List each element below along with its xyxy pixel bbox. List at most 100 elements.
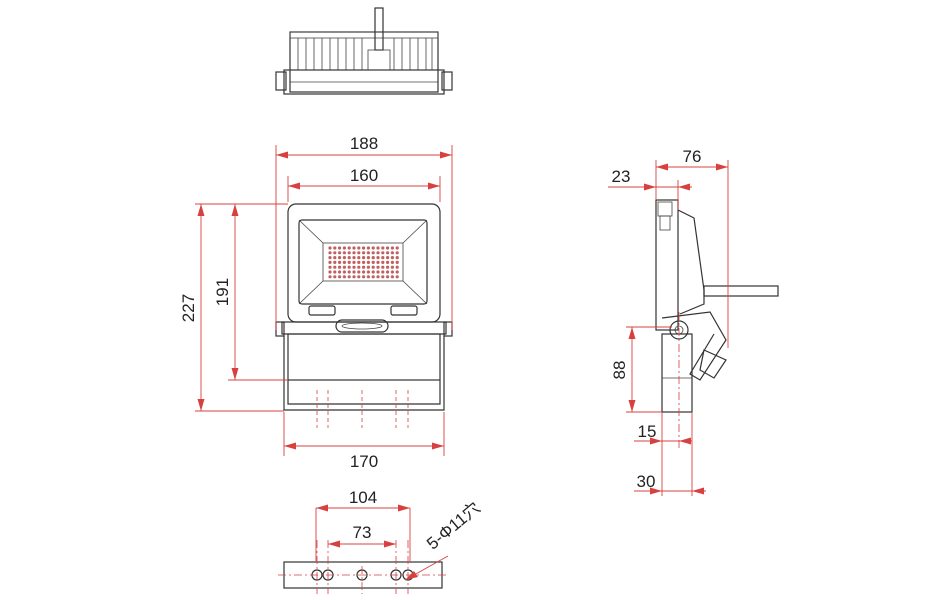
led-dot bbox=[376, 251, 380, 255]
led-dot bbox=[342, 260, 346, 264]
dim-width-body: 160 bbox=[350, 166, 378, 185]
led-dot bbox=[395, 275, 399, 279]
led-dot bbox=[371, 275, 375, 279]
led-dot bbox=[386, 246, 390, 250]
led-dot bbox=[366, 260, 370, 264]
led-dot bbox=[333, 246, 337, 250]
led-dot bbox=[390, 256, 394, 260]
led-dot bbox=[390, 246, 394, 250]
bottom-view bbox=[278, 508, 448, 594]
led-dot bbox=[352, 251, 356, 255]
led-dot bbox=[338, 265, 342, 269]
led-dot bbox=[366, 246, 370, 250]
led-dot bbox=[395, 270, 399, 274]
led-dot bbox=[376, 270, 380, 274]
led-dot bbox=[338, 270, 342, 274]
led-dot bbox=[352, 275, 356, 279]
led-dot bbox=[338, 260, 342, 264]
led-dot bbox=[362, 256, 366, 260]
led-dot bbox=[390, 275, 394, 279]
led-dot bbox=[352, 270, 356, 274]
dim-width-overall: 188 bbox=[350, 134, 378, 153]
led-dot bbox=[342, 275, 346, 279]
led-dot bbox=[395, 251, 399, 255]
led-dot bbox=[371, 246, 375, 250]
led-dot bbox=[366, 251, 370, 255]
led-dot bbox=[333, 270, 337, 274]
led-dot bbox=[347, 275, 351, 279]
led-dot bbox=[395, 256, 399, 260]
led-dot bbox=[366, 270, 370, 274]
led-dot bbox=[342, 251, 346, 255]
led-dot bbox=[376, 246, 380, 250]
led-dot bbox=[338, 246, 342, 250]
led-dot bbox=[386, 275, 390, 279]
dim-hole-pitch-outer: 104 bbox=[349, 488, 377, 507]
dim-hole-spec: 5-Φ11穴 bbox=[423, 498, 484, 553]
front-hole-hints bbox=[316, 390, 409, 428]
led-dot bbox=[390, 265, 394, 269]
led-dot bbox=[333, 256, 337, 260]
led-dot bbox=[338, 275, 342, 279]
led-dot bbox=[342, 265, 346, 269]
led-dot bbox=[357, 275, 361, 279]
led-dot bbox=[328, 251, 332, 255]
led-dot bbox=[390, 270, 394, 274]
led-dot bbox=[381, 251, 385, 255]
led-dot bbox=[347, 246, 351, 250]
dim-depth-overall: 76 bbox=[683, 147, 702, 166]
led-dot bbox=[376, 275, 380, 279]
led-dot bbox=[328, 260, 332, 264]
led-dot bbox=[371, 265, 375, 269]
led-dot bbox=[371, 260, 375, 264]
led-dot bbox=[328, 275, 332, 279]
led-dot bbox=[328, 246, 332, 250]
led-dot bbox=[395, 260, 399, 264]
led-dot bbox=[347, 251, 351, 255]
led-array bbox=[328, 246, 399, 279]
led-dot bbox=[362, 275, 366, 279]
led-dot bbox=[357, 260, 361, 264]
led-dot bbox=[362, 265, 366, 269]
led-dot bbox=[347, 265, 351, 269]
led-dot bbox=[362, 251, 366, 255]
led-dot bbox=[357, 270, 361, 274]
led-dot bbox=[366, 275, 370, 279]
dim-width-bracket: 170 bbox=[350, 452, 378, 471]
led-dot bbox=[333, 251, 337, 255]
led-dot bbox=[352, 256, 356, 260]
led-dot bbox=[376, 265, 380, 269]
led-dot bbox=[371, 270, 375, 274]
led-dot bbox=[390, 260, 394, 264]
led-dot bbox=[366, 265, 370, 269]
led-dot bbox=[328, 256, 332, 260]
led-dot bbox=[381, 256, 385, 260]
led-dot bbox=[333, 265, 337, 269]
led-dot bbox=[357, 256, 361, 260]
dim-bracket-height: 88 bbox=[610, 361, 629, 380]
led-dot bbox=[342, 256, 346, 260]
led-dot bbox=[362, 260, 366, 264]
led-dot bbox=[347, 260, 351, 264]
led-dot bbox=[342, 246, 346, 250]
led-dot bbox=[362, 246, 366, 250]
led-dot bbox=[338, 256, 342, 260]
led-dot bbox=[362, 270, 366, 274]
dimension-lines bbox=[195, 145, 729, 581]
led-dot bbox=[328, 270, 332, 274]
dim-bracket-offset: 15 bbox=[638, 422, 657, 441]
led-dot bbox=[333, 275, 337, 279]
dim-bracket-depth: 30 bbox=[637, 472, 656, 491]
led-dot bbox=[333, 260, 337, 264]
led-dot bbox=[328, 265, 332, 269]
top-view bbox=[275, 7, 453, 95]
dim-height-overall: 227 bbox=[179, 294, 198, 322]
led-dot bbox=[376, 256, 380, 260]
dim-hole-pitch-inner: 73 bbox=[353, 523, 372, 542]
led-dot bbox=[395, 265, 399, 269]
led-dot bbox=[381, 265, 385, 269]
led-dot bbox=[357, 246, 361, 250]
led-dot bbox=[386, 265, 390, 269]
led-dot bbox=[386, 256, 390, 260]
